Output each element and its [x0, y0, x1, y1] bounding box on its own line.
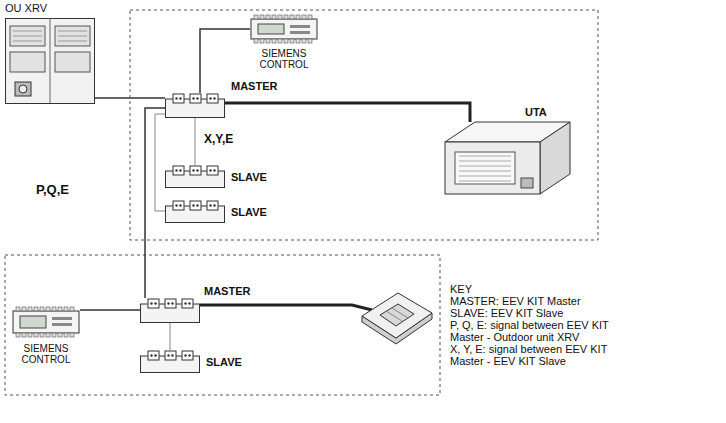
- node-label: OU XRV: [5, 2, 47, 14]
- cassette-unit: [362, 293, 432, 344]
- signal-line: [145, 108, 165, 298]
- key-note: MASTER: EEV KIT Master: [450, 295, 635, 307]
- control-unit: SIEMENS CONTROL: [250, 14, 318, 44]
- node-label: MASTER: [231, 80, 277, 92]
- key-heading: KEY: [450, 283, 635, 295]
- uta-drawing: [445, 122, 570, 194]
- eev-kit-slave: SLAVE: [140, 350, 200, 373]
- signal-name: P,Q,E: [36, 183, 69, 197]
- refrigerant-line: [200, 305, 372, 310]
- air-handling-unit: UTA: [445, 122, 570, 194]
- signal-line: [225, 103, 470, 122]
- ou-drawing: [5, 18, 95, 104]
- key-note: SLAVE: EEV KIT Slave: [450, 307, 635, 319]
- kit-drawing: [140, 350, 200, 373]
- eev-kit-master: MASTER: [140, 298, 200, 323]
- node-label: SLAVE: [231, 171, 267, 183]
- signal-line: [80, 309, 140, 311]
- kit-drawing: [165, 165, 225, 188]
- key-block: KEYMASTER: EEV KIT MasterSLAVE: EEV KIT …: [450, 283, 635, 367]
- group-outline: [130, 10, 598, 240]
- eev-kit-slave: SLAVE: [165, 200, 225, 223]
- key-note: X, Y, E: signal between EEV KIT Master -…: [450, 343, 635, 367]
- edge-label: X,Y,E: [204, 133, 233, 146]
- node-label: UTA: [525, 106, 547, 118]
- key-note: P, Q, E: signal between EEV KIT Master -…: [450, 319, 635, 343]
- control-unit: SIEMENS CONTROL: [12, 306, 80, 338]
- ctrl-drawing: [250, 14, 318, 44]
- signal-line: [95, 97, 165, 99]
- node-label: SLAVE: [206, 356, 242, 368]
- signal-line: [155, 114, 165, 211]
- kit-drawing: [165, 200, 225, 223]
- node-label: SIEMENS CONTROL: [249, 48, 319, 70]
- signal-line: [195, 118, 196, 165]
- ctrl-drawing: [12, 306, 80, 338]
- signal-line: [170, 323, 171, 350]
- kit-drawing: [140, 298, 200, 323]
- node-label: SIEMENS CONTROL: [11, 343, 81, 365]
- eev-kit-slave: SLAVE: [165, 165, 225, 188]
- node-label: SLAVE: [231, 206, 267, 218]
- kit-drawing: [165, 93, 225, 118]
- outdoor-unit: OU XRV: [5, 18, 95, 104]
- eev-kit-master: MASTER: [165, 93, 225, 118]
- node-label: MASTER: [204, 285, 250, 297]
- group-outline: [5, 255, 440, 395]
